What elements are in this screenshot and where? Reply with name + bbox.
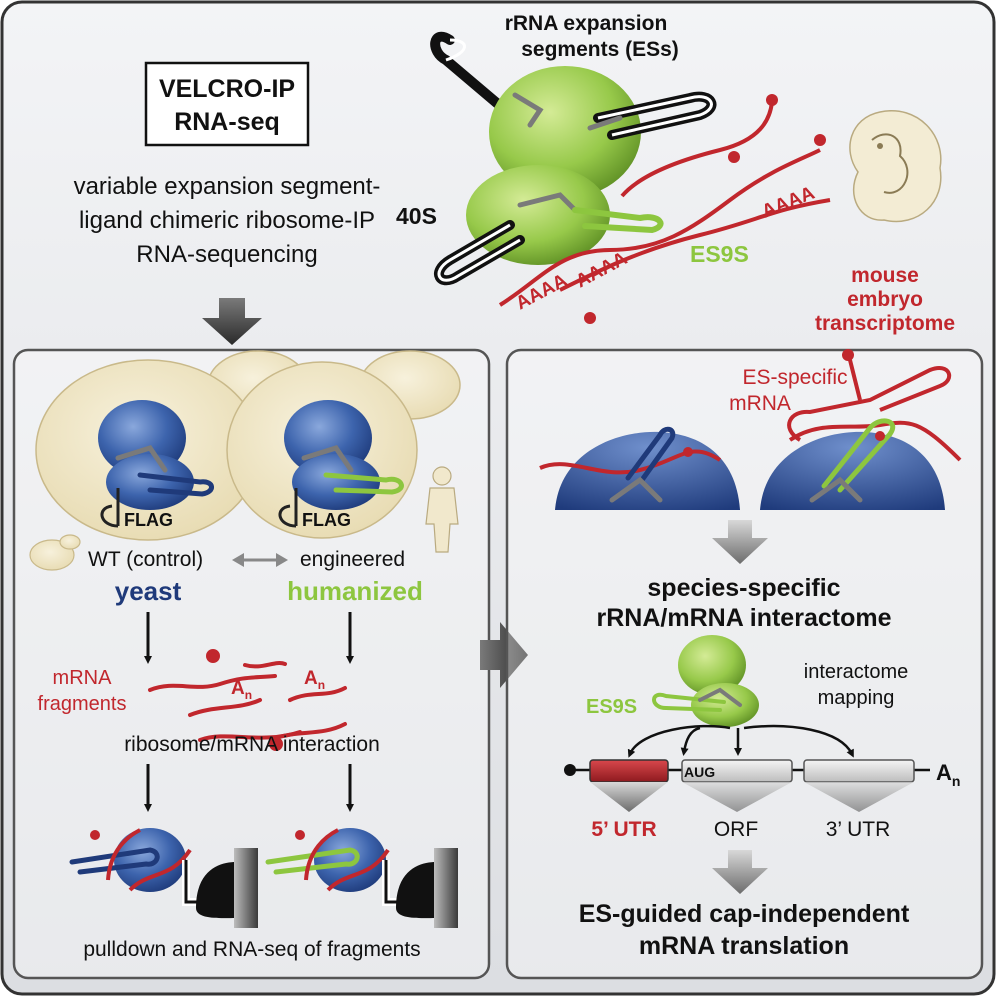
pulldown-humanized <box>265 828 458 928</box>
down-arrow-icon <box>712 850 768 894</box>
es-hairpin-icon <box>430 31 510 115</box>
ribosome-illustration: rRNA expansion segments (ESs) 40S ES9S A… <box>396 12 831 324</box>
ribosome-es9s <box>652 635 759 727</box>
fragments-line1: mRNA <box>53 667 113 689</box>
mapping-line2: mapping <box>818 687 895 709</box>
transcriptome-line1: mouse <box>851 264 919 287</box>
polya-an-label: An <box>936 760 960 789</box>
flag-tag-label: FLAG <box>302 510 351 530</box>
polya-an-label: An <box>231 678 252 702</box>
mrna-strand <box>559 198 831 292</box>
mrna-cap-icon <box>766 94 778 106</box>
map-arrow-icon <box>627 724 731 758</box>
flag-tag-label: FLAG <box>124 510 173 530</box>
right-panel: ES-specific mRNA species-specific rRNA/m… <box>505 348 984 980</box>
wt-control-label: WT (control) <box>88 548 203 571</box>
small-subunit <box>466 165 610 265</box>
mrna-strand <box>620 101 774 198</box>
es9s-hairpin-icon <box>323 472 404 495</box>
es9s-hairpin-icon <box>821 418 895 493</box>
map-arrow-icon <box>743 724 854 758</box>
utr3-label: 3’ UTR <box>826 818 891 841</box>
utr3-box <box>803 759 915 783</box>
humanized-label: humanized <box>287 576 423 606</box>
acronym-line3: RNA-sequencing <box>136 241 317 268</box>
pulldown-wt <box>69 828 258 928</box>
fragments-line2: fragments <box>38 693 127 715</box>
method-title-box <box>144 61 310 147</box>
es9s-label: ES9S <box>586 696 637 718</box>
yeast-cell-engineered: FLAG <box>226 350 461 539</box>
acronym-line1: variable expansion segment- <box>74 173 381 200</box>
utr5-label: 5’ UTR <box>591 818 656 841</box>
es-specific-line2: mRNA <box>729 392 791 415</box>
interaction-label: ribosome/mRNA interaction <box>124 733 380 756</box>
compare-arrow-icon <box>232 553 288 567</box>
interactome-line1: species-specific <box>647 574 840 602</box>
es9s-hairpin-icon <box>572 207 664 234</box>
aug-label: AUG <box>684 764 715 780</box>
mrna-cap-icon <box>814 134 826 146</box>
mrna-cap-icon <box>728 151 740 163</box>
yeast-icon <box>29 534 81 571</box>
pulldown-label: pulldown and RNA-seq of fragments <box>83 938 420 961</box>
mouse-embryo-icon <box>849 110 942 223</box>
left-panel: FLAG FLAG WT (control) engineered <box>12 348 491 980</box>
interactome-line2: rRNA/mRNA interactome <box>597 604 892 632</box>
yeast-label: yeast <box>115 576 182 606</box>
subunit-label: 40S <box>396 203 437 229</box>
down-arrow-icon <box>712 520 768 564</box>
conclusion-line2: mRNA translation <box>639 932 849 960</box>
ribosome-dome-humanized <box>760 349 962 510</box>
large-subunit <box>489 66 641 198</box>
es-specific-line1: ES-specific <box>742 366 847 389</box>
method-title-line2: RNA-seq <box>174 108 280 136</box>
es9s-label: ES9S <box>690 241 749 267</box>
engineered-label: engineered <box>300 548 405 571</box>
mapping-line1: interactome <box>804 661 909 683</box>
ribosome-dome-yeast <box>539 426 740 510</box>
down-arrow-icon <box>202 298 262 345</box>
es-hairpin-icon <box>137 472 214 497</box>
header-section: VELCRO-IP RNA-seq variable expansion seg… <box>74 12 955 345</box>
es-label-line1: rRNA expansion <box>505 12 668 35</box>
method-title-line1: VELCRO-IP <box>159 75 295 103</box>
mrna-cap-icon <box>584 312 596 324</box>
acronym-line2: ligand chimeric ribosome-IP <box>79 207 375 234</box>
human-icon <box>425 466 459 553</box>
transcript-diagram <box>564 759 930 812</box>
conclusion-line1: ES-guided cap-independent <box>579 900 910 928</box>
mrna-strand <box>498 148 821 307</box>
transcriptome-line3: transcriptome <box>815 312 955 335</box>
right-arrow-icon <box>480 622 528 688</box>
mrna-fragments-illustration <box>148 649 347 751</box>
polya-an-label: An <box>304 668 325 692</box>
utr5-box <box>589 759 669 783</box>
orf-label: ORF <box>714 818 758 841</box>
yeast-cell-wt: FLAG <box>35 350 309 541</box>
es-label-line2: segments (ESs) <box>521 38 679 61</box>
transcriptome-line2: embryo <box>847 288 923 311</box>
